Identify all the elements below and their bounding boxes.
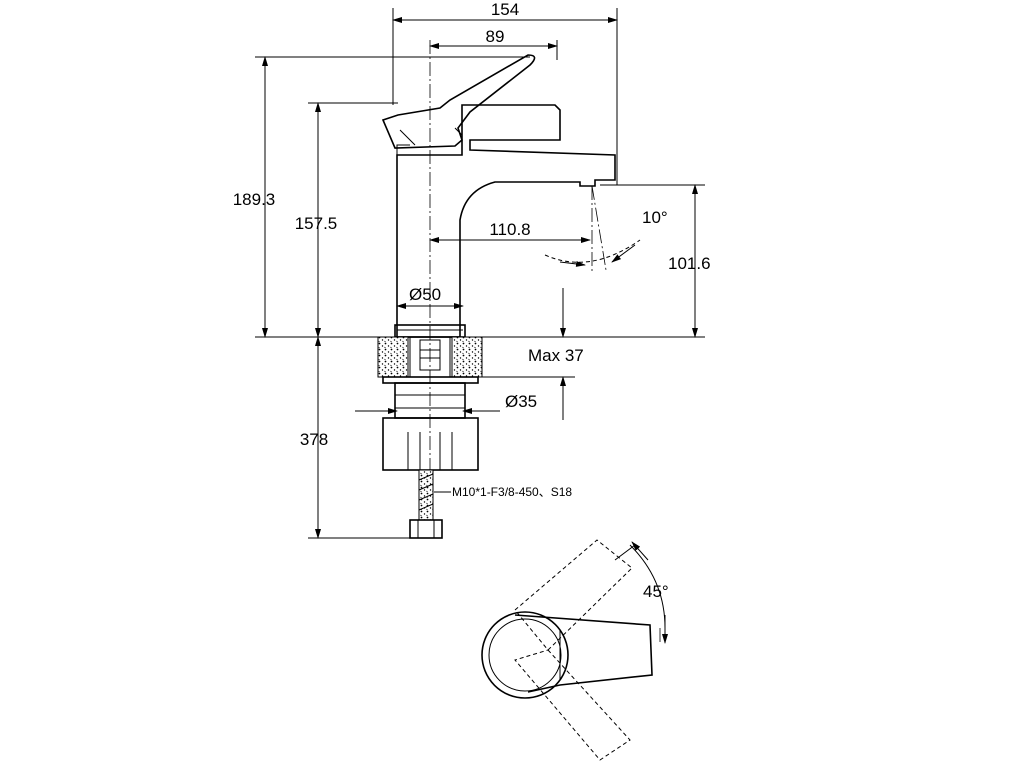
handle-top-outline bbox=[514, 614, 653, 693]
dim-spout-height: 101.6 bbox=[668, 254, 711, 273]
washer bbox=[382, 376, 479, 384]
top-view: 45° bbox=[481, 539, 669, 761]
spout-angle-arc bbox=[544, 239, 641, 263]
dim-overall-width: 154 bbox=[491, 0, 519, 19]
body-top-circle bbox=[481, 611, 569, 699]
dim-handle-rotation: 45° bbox=[643, 582, 669, 601]
dim-hose-length: 378 bbox=[300, 430, 328, 449]
deck-section-left bbox=[377, 336, 409, 378]
dim-spout-reach: 110.8 bbox=[489, 220, 530, 239]
handle-rotated-outline-lower bbox=[514, 649, 631, 761]
handle-rotated-outline bbox=[514, 539, 633, 651]
body-inner-circle bbox=[488, 618, 562, 692]
dim-max-deck-thickness: Max 37 bbox=[528, 346, 584, 365]
mounting-nut bbox=[382, 417, 479, 471]
body-collar bbox=[396, 144, 410, 156]
dim-shank-diameter: Ø35 bbox=[505, 392, 537, 411]
handle-detail bbox=[399, 127, 463, 146]
dim-spout-angle: 10° bbox=[642, 208, 668, 227]
dim-base-diameter: Ø50 bbox=[409, 285, 441, 304]
dim-handle-reach: 89 bbox=[486, 27, 505, 46]
dim-body-height: 157.5 bbox=[295, 214, 338, 233]
handle-lever bbox=[381, 54, 536, 149]
dimensions: 154 89 189.3 157.5 110.8 10° 101.6 Ø50 bbox=[233, 0, 711, 539]
dim-total-height: 189.3 bbox=[233, 190, 276, 209]
side-view bbox=[255, 40, 616, 539]
deck-section-right bbox=[451, 336, 483, 378]
hose-connector-top bbox=[419, 339, 441, 371]
hose-nut bbox=[409, 519, 443, 539]
faucet-body bbox=[396, 104, 616, 338]
hose-spec-label: M10*1-F3/8-450、S18 bbox=[452, 485, 572, 499]
